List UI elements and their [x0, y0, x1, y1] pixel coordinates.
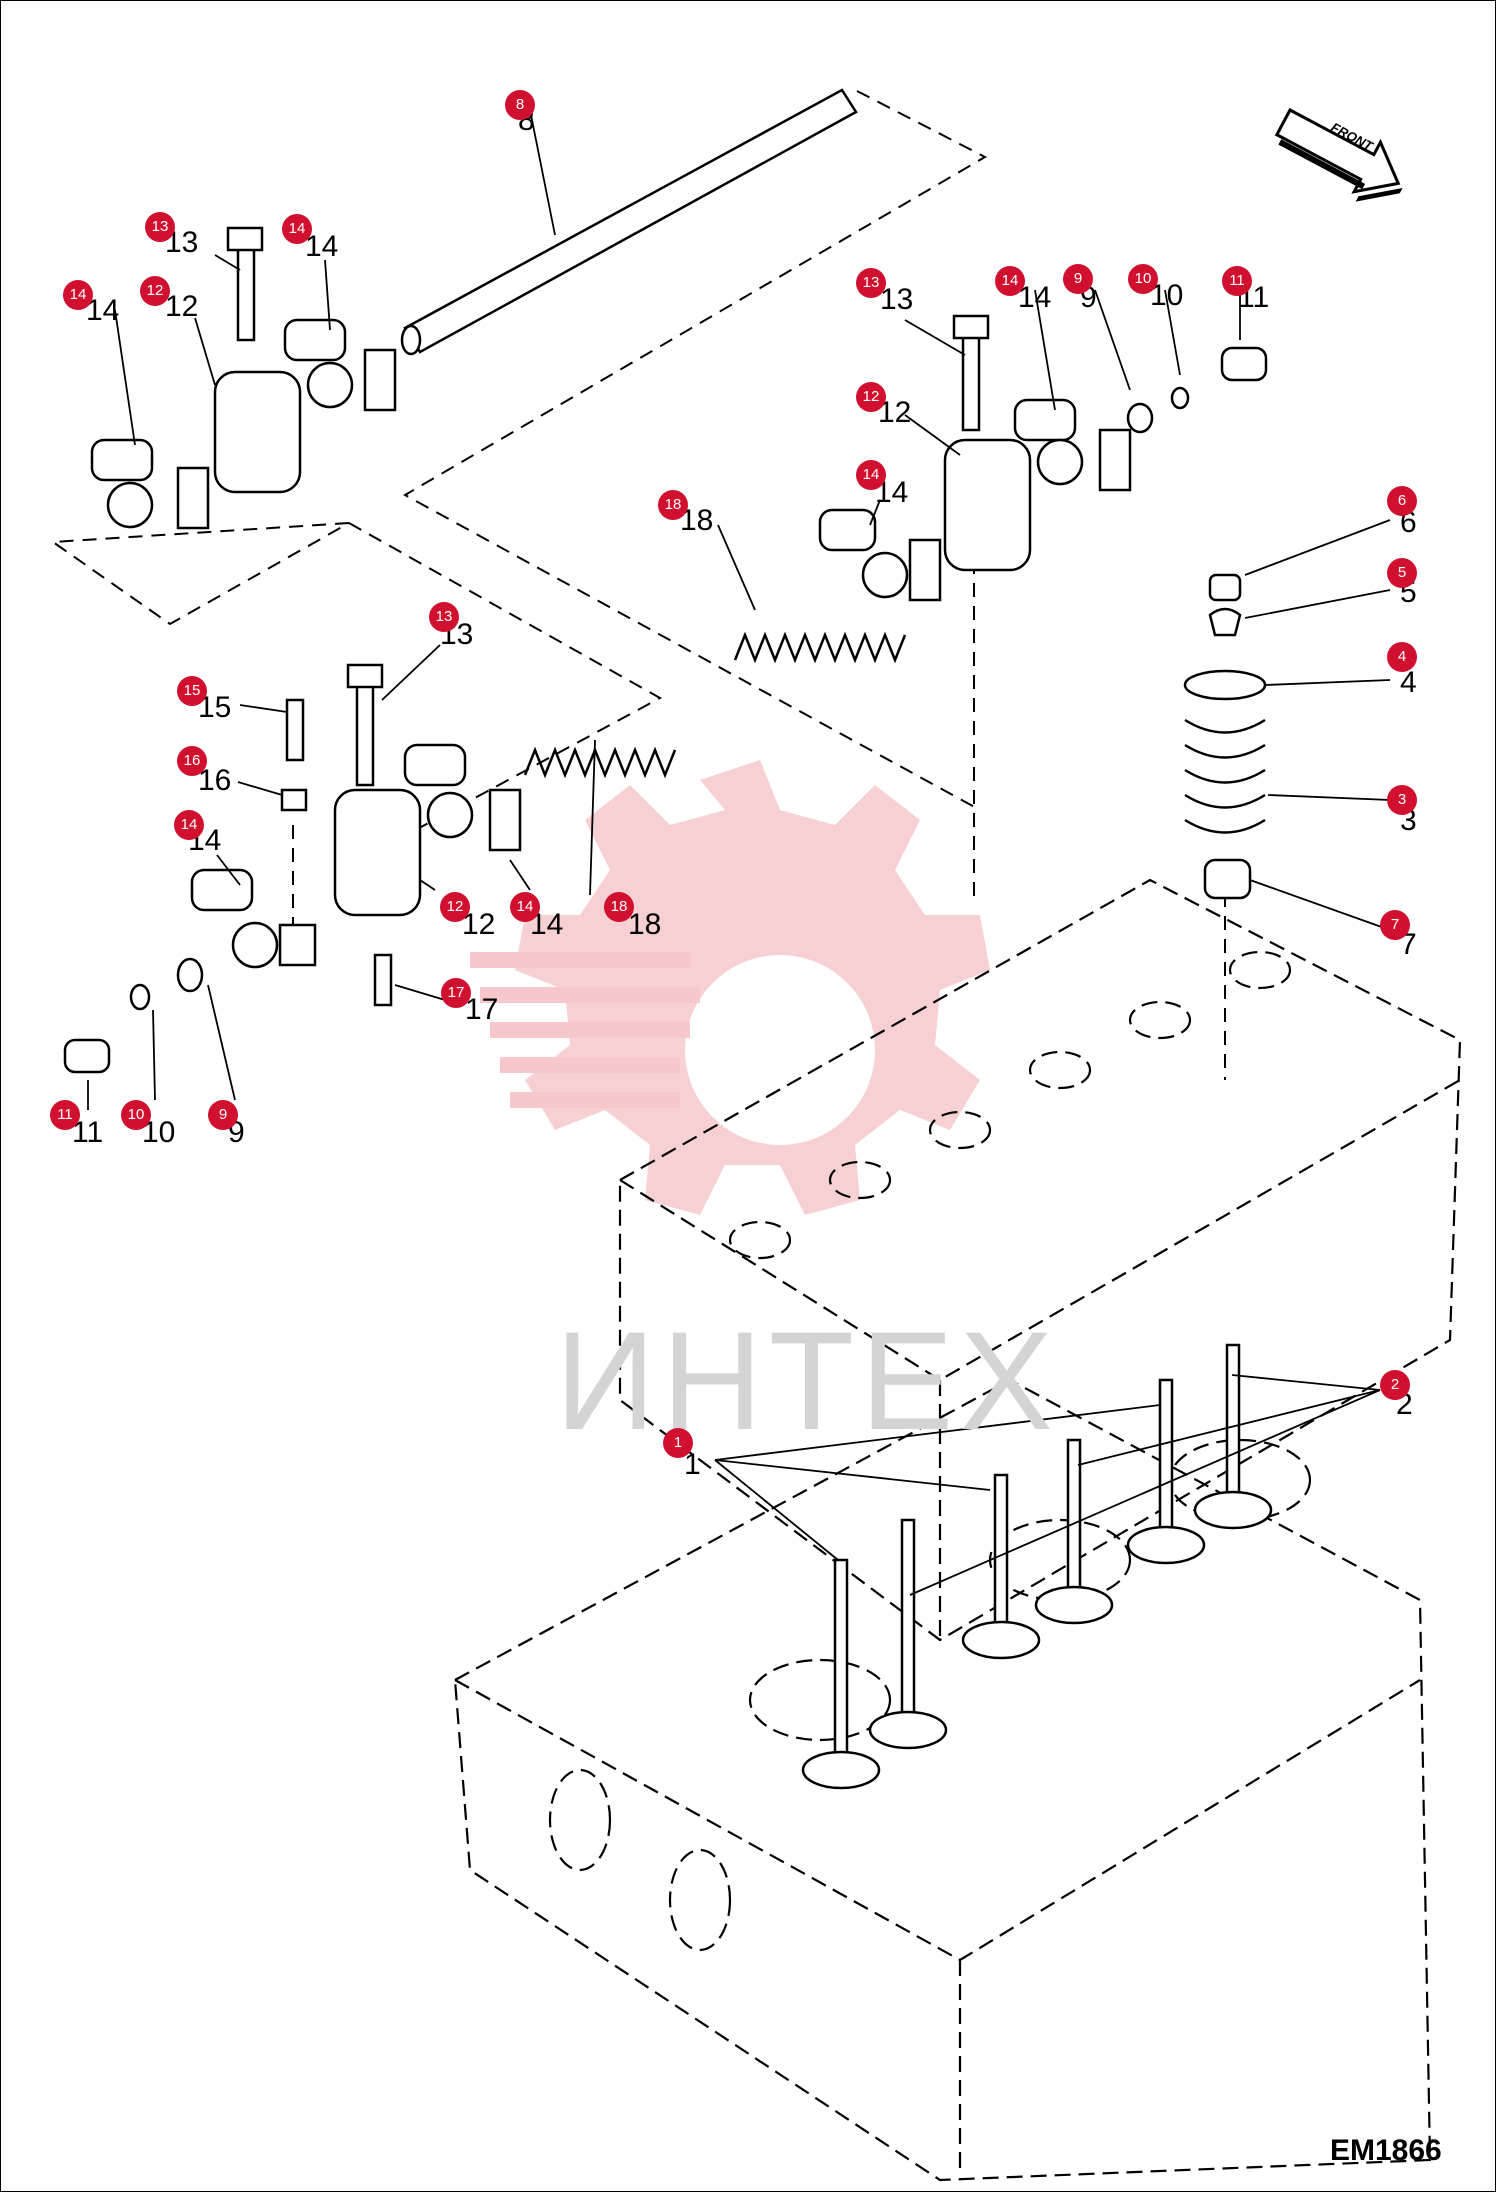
callout-18[interactable]: 18: [658, 490, 688, 520]
callout-14[interactable]: 14: [856, 460, 886, 490]
callout-14[interactable]: 14: [510, 892, 540, 922]
callout-4[interactable]: 4: [1387, 642, 1417, 672]
front-arrow-icon: [1274, 107, 1403, 202]
callout-3[interactable]: 3: [1387, 785, 1417, 815]
callout-12[interactable]: 12: [856, 382, 886, 412]
callout-13[interactable]: 13: [856, 268, 886, 298]
label-13: 13: [880, 283, 914, 316]
figure-id: EM1866: [1330, 2134, 1442, 2167]
rocker-spring-right: [733, 631, 907, 664]
rocker-arms-right: [818, 314, 1268, 602]
callout-9[interactable]: 9: [1063, 264, 1093, 294]
callout-15[interactable]: 15: [177, 676, 207, 706]
watermark-logo-stripes: [470, 952, 700, 1108]
label-1: 1: [684, 1448, 701, 1481]
callout-14[interactable]: 14: [174, 810, 204, 840]
callout-14[interactable]: 14: [63, 280, 93, 310]
label-4: 4: [1400, 666, 1417, 699]
callout-9[interactable]: 9: [208, 1100, 238, 1130]
label-17: 17: [465, 993, 499, 1026]
leader-lines: [87, 109, 1391, 1596]
label-7: 7: [1400, 928, 1417, 961]
label-14: 14: [305, 230, 339, 263]
callout-12[interactable]: 12: [440, 892, 470, 922]
callout-8[interactable]: 8: [505, 90, 535, 120]
callout-14[interactable]: 14: [995, 266, 1025, 296]
callout-18[interactable]: 18: [604, 892, 634, 922]
callout-13[interactable]: 13: [429, 602, 459, 632]
label-18: 18: [628, 908, 662, 941]
valves: [801, 1343, 1273, 1790]
callout-13[interactable]: 13: [145, 212, 175, 242]
callout-11[interactable]: 11: [50, 1100, 80, 1130]
callout-2[interactable]: 2: [1380, 1370, 1410, 1400]
rocker-spring-left: [523, 746, 677, 779]
callout-12[interactable]: 12: [140, 276, 170, 306]
cylinder-block: [453, 1378, 1432, 2182]
callout-6[interactable]: 6: [1387, 486, 1417, 516]
rocker-shaft: [400, 88, 858, 356]
callout-7[interactable]: 7: [1380, 910, 1410, 940]
callout-11[interactable]: 11: [1222, 266, 1252, 296]
callout-1[interactable]: 1: [663, 1428, 693, 1458]
watermark-text: ИНТЕХ: [555, 1302, 1060, 1459]
callout-5[interactable]: 5: [1387, 558, 1417, 588]
callout-16[interactable]: 16: [177, 746, 207, 776]
callout-10[interactable]: 10: [1128, 264, 1158, 294]
rocker-arms-lower: [63, 663, 522, 1074]
valve-spring-stack: [1183, 573, 1267, 900]
watermark-logo-cutouts: [685, 955, 875, 1145]
cylinder-head: [618, 878, 1462, 1642]
label-14: 14: [1018, 281, 1052, 314]
label-12: 12: [165, 290, 199, 323]
callout-14[interactable]: 14: [282, 214, 312, 244]
callout-10[interactable]: 10: [121, 1100, 151, 1130]
callout-17[interactable]: 17: [441, 978, 471, 1008]
rocker-arms-left: [90, 226, 397, 530]
